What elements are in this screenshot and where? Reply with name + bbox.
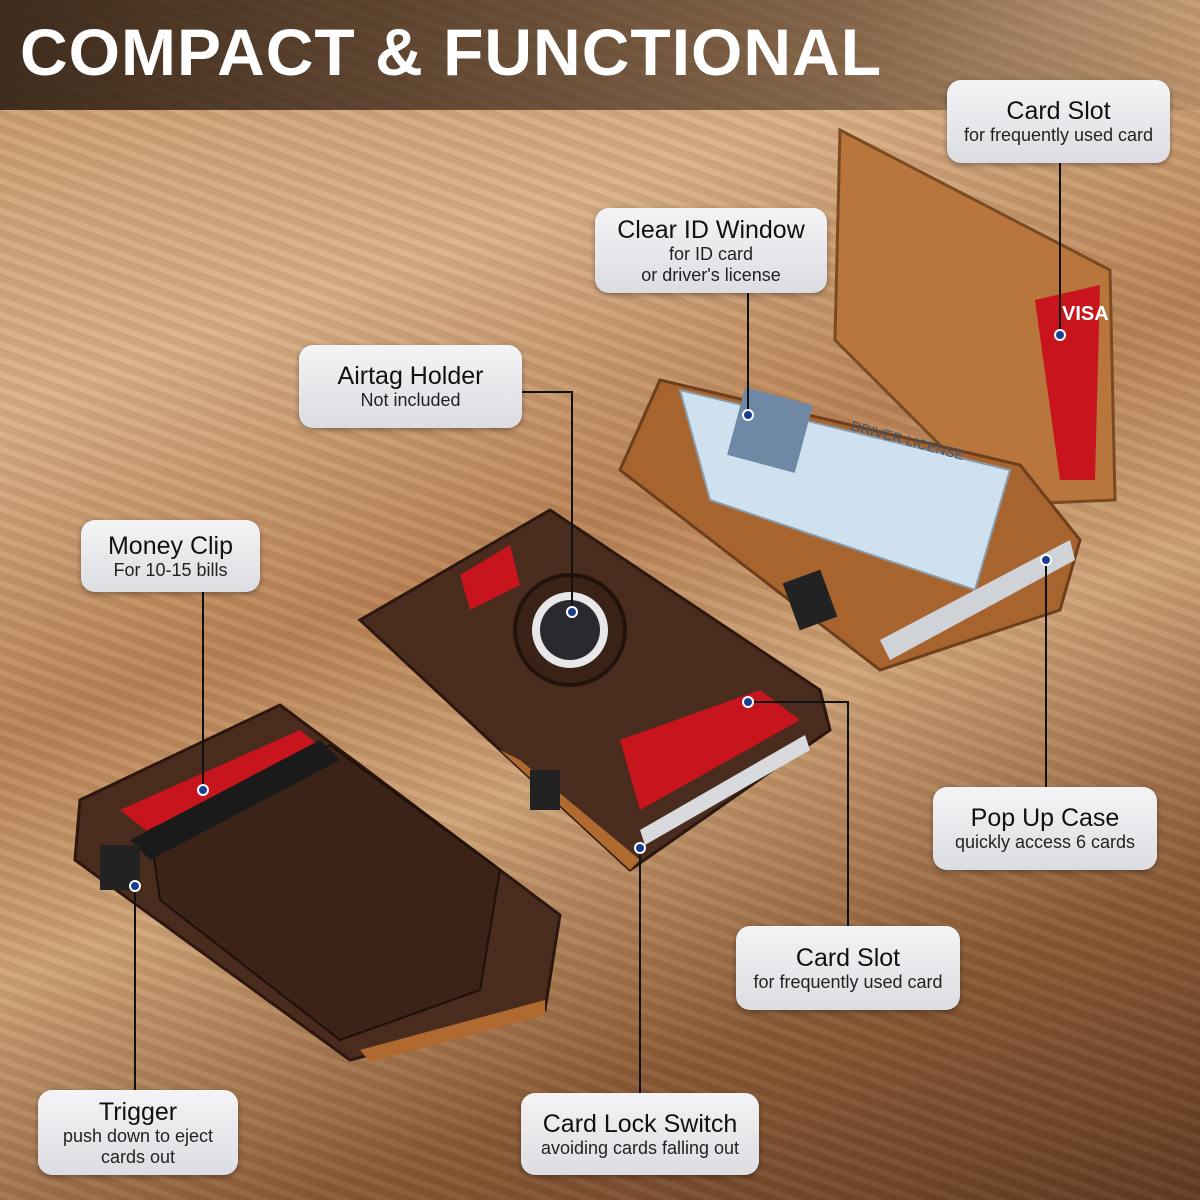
money-clip-wallet — [73, 703, 562, 1062]
callout-heading: Card Slot — [1006, 97, 1111, 125]
open-wallet: DRIVER LICENSE VISA — [618, 127, 1117, 672]
callout-sub: cards out — [100, 1146, 176, 1167]
callout-card-slot-middle: Card Slot for frequently used card — [736, 926, 960, 1010]
callout-trigger: Trigger push down to eject cards out — [38, 1090, 238, 1175]
callout-pop-up-case: Pop Up Case quickly access 6 cards — [933, 787, 1157, 870]
callout-sub: for frequently used card — [963, 125, 1154, 145]
callout-money-clip: Money Clip For 10-15 bills — [81, 520, 260, 592]
callout-card-slot-top: Card Slot for frequently used card — [947, 80, 1170, 163]
callout-clear-id-window: Clear ID Window for ID card or driver's … — [595, 208, 827, 293]
leader-lines — [134, 163, 1061, 1093]
callout-sub: quickly access 6 cards — [954, 832, 1136, 852]
callout-airtag-holder: Airtag Holder Not included — [299, 345, 522, 428]
callout-heading: Pop Up Case — [970, 804, 1120, 832]
callout-sub: for frequently used card — [753, 971, 943, 992]
callout-heading: Trigger — [98, 1097, 178, 1126]
callout-sub: for ID card — [668, 243, 754, 264]
callout-heading: Money Clip — [107, 531, 234, 560]
card-text: VISA — [1062, 303, 1109, 325]
callout-sub: or driver's license — [641, 264, 781, 285]
callout-card-lock-switch: Card Lock Switch avoiding cards falling … — [521, 1093, 759, 1175]
callout-sub: push down to eject — [62, 1125, 214, 1146]
callout-heading: Airtag Holder — [337, 362, 484, 390]
callout-heading: Clear ID Window — [617, 215, 805, 244]
airtag-wallet — [357, 508, 832, 872]
callout-sub: avoiding cards falling out — [540, 1137, 740, 1158]
callout-heading: Card Lock Switch — [542, 1109, 738, 1138]
page-title: COMPACT & FUNCTIONAL — [20, 15, 883, 89]
callout-sub: For 10-15 bills — [113, 559, 228, 580]
callout-sub: Not included — [360, 390, 461, 410]
callout-dots — [129, 329, 1066, 892]
callout-heading: Card Slot — [795, 943, 901, 972]
